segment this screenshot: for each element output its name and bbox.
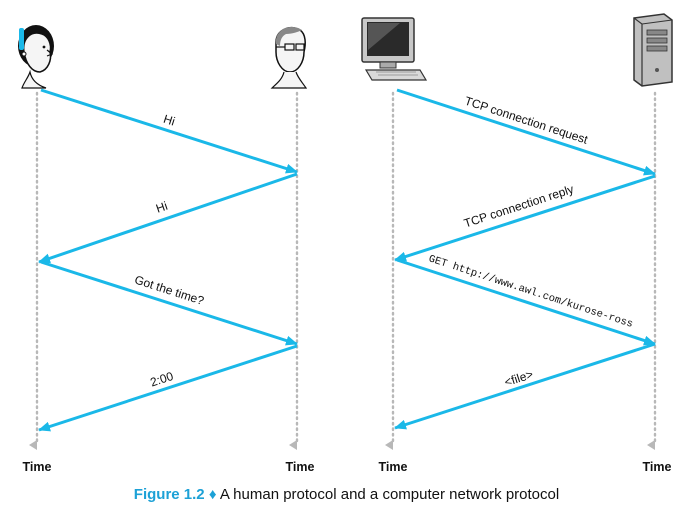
computer-message-3: GET http://www.awl.com/kurose-ross [427,253,634,331]
human-message-2: Hi [154,199,169,216]
human-arrow-2 [38,172,298,264]
computer-arrow-1 [396,88,656,176]
computer-time-left: Time [379,460,408,474]
man-avatar-icon [270,26,308,89]
human-message-1: Hi [162,112,177,129]
woman-avatar-icon [18,25,54,89]
human-arrow-3 [40,260,298,346]
human-arrow-4 [38,344,298,432]
caption-text: A human protocol and a computer network … [219,486,560,503]
computer-time-right: Time [643,460,672,474]
desktop-computer-icon [361,17,428,81]
computer-message-4: <file> [503,367,535,389]
figure-label: Figure 1.2 [133,486,205,503]
human-time-left: Time [23,460,52,474]
caption-separator: ♦ [208,486,217,503]
human-arrow-1 [40,88,298,174]
computer-message-1: TCP connection request [463,94,590,147]
human-message-4: 2:00 [148,369,175,390]
computer-arrow-4 [394,342,656,430]
human-time-right: Time [286,460,315,474]
figure-caption: Figure 1.2 ♦ A human protocol and a comp… [0,486,693,503]
computer-arrow-2 [394,174,656,262]
computer-arrow-3 [396,258,656,346]
server-tower-icon [633,13,673,87]
